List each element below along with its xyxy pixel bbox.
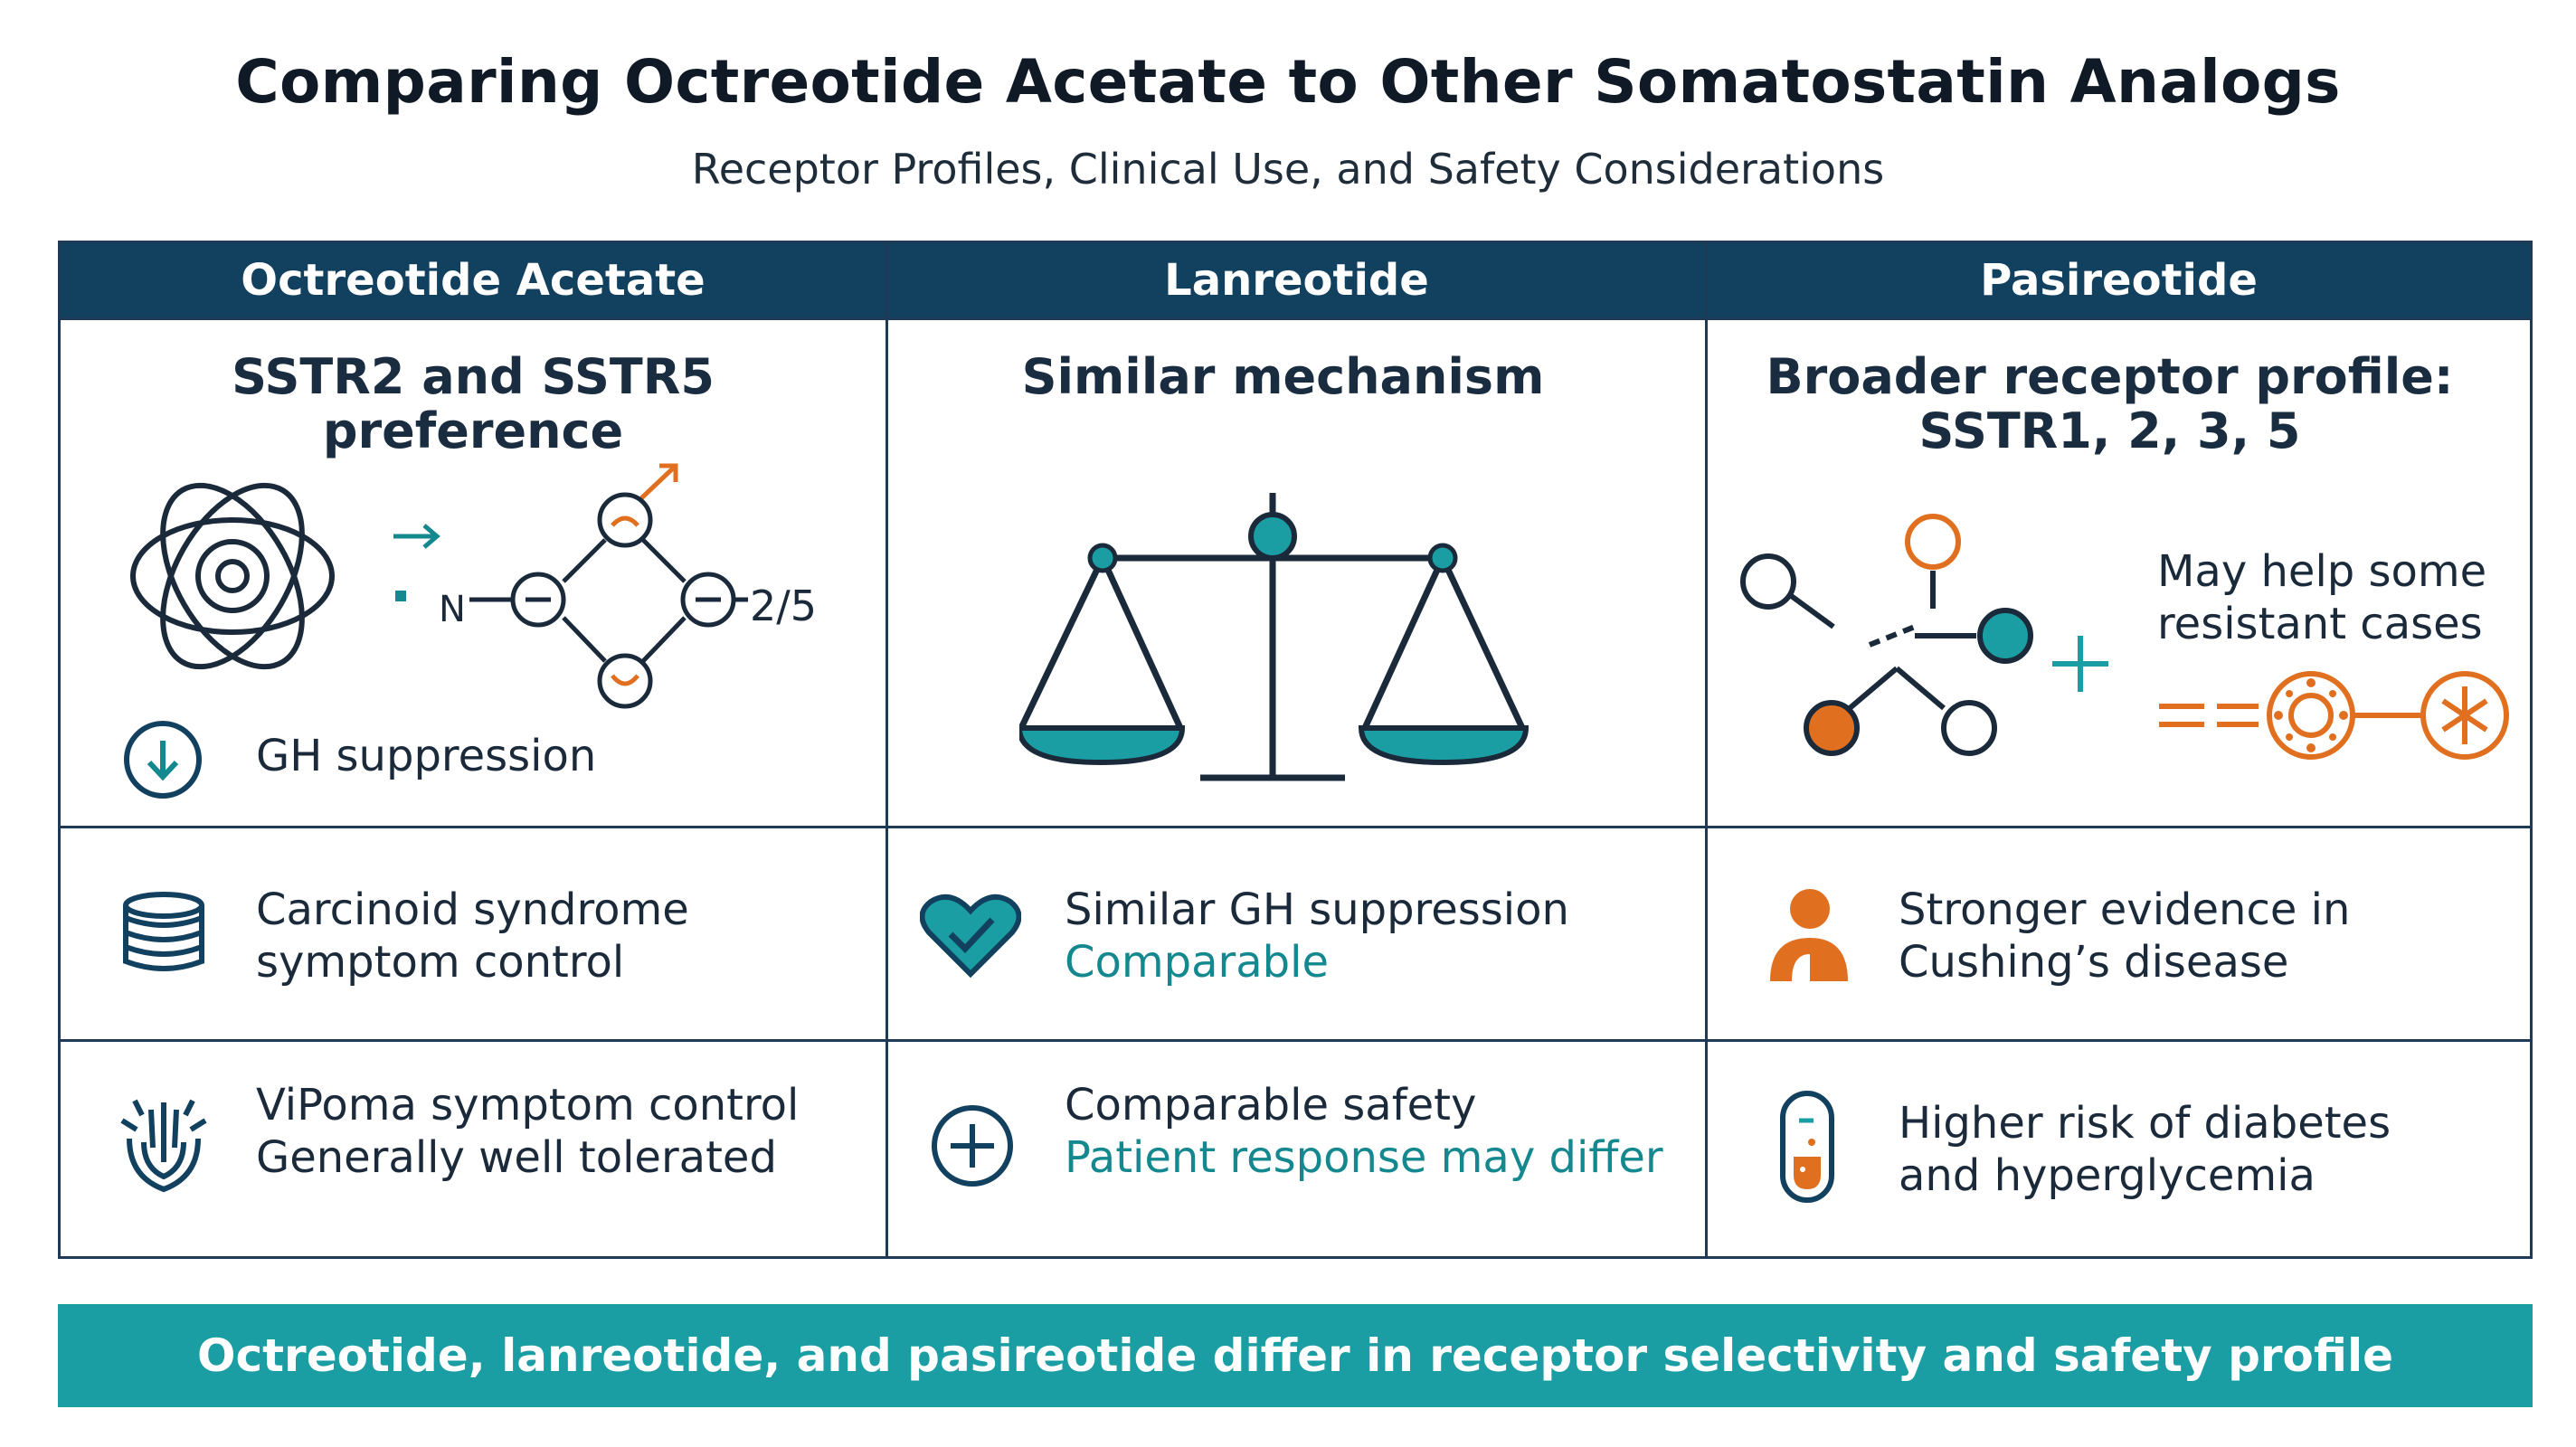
molecule-diagram-icon <box>393 463 748 709</box>
header-lanreotide: Lanreotide <box>888 243 1705 317</box>
person-icon <box>1770 889 1848 981</box>
plus-icon <box>2052 636 2108 692</box>
row-divider <box>61 826 2530 828</box>
use-line: Cushing’s disease <box>1899 937 2289 988</box>
pasireotide-mechanism: Broader receptor profile: SSTR1, 2, 3, 5 <box>1708 350 2512 459</box>
lanreotide-mechanism: Similar mechanism <box>1021 348 1545 405</box>
receptor-network-icon <box>1740 514 2033 756</box>
heart-check-icon <box>920 894 1021 979</box>
mechanism-line: preference <box>322 402 624 459</box>
pasireotide-feature: May help some resistant cases <box>2157 545 2486 650</box>
feature-line: May help some <box>2157 546 2487 597</box>
row-divider <box>61 317 2530 320</box>
octreotide-clinical-use: Carcinoid syndrome symptom control <box>256 884 689 988</box>
column-divider <box>886 243 888 1256</box>
octreotide-mechanism: SSTR2 and SSTR5 preference <box>61 350 886 459</box>
safety-line: Comparable safety <box>1065 1080 1477 1130</box>
use-line: Stronger evidence in <box>1899 884 2351 935</box>
molecule-receptor-label: 2/5 <box>750 582 818 630</box>
balance-scale-icon <box>1019 493 1530 781</box>
coin-stack-icon <box>123 892 204 971</box>
use-line: Carcinoid syndrome <box>256 884 689 935</box>
column-divider <box>1705 243 1708 1256</box>
row-divider <box>61 1039 2530 1042</box>
down-arrow-circle-icon <box>124 721 202 799</box>
header-pasireotide: Pasireotide <box>1708 243 2530 317</box>
safety-line: Generally well tolerated <box>256 1132 777 1183</box>
pasireotide-safety: Higher risk of diabetes and hyperglycemi… <box>1899 1097 2391 1202</box>
octreotide-safety: ViPoma symptom control Generally well to… <box>256 1079 799 1184</box>
mechanism-line: SSTR1, 2, 3, 5 <box>1918 402 2301 459</box>
use-line-highlight: Comparable <box>1065 937 1330 988</box>
test-tube-icon <box>1780 1091 1834 1203</box>
nerve-shield-icon <box>120 1099 207 1193</box>
safety-line-highlight: Patient response may differ <box>1065 1132 1663 1183</box>
pasireotide-clinical-use: Stronger evidence in Cushing’s disease <box>1899 884 2350 988</box>
mechanism-line: Broader receptor profile: <box>1766 348 2454 405</box>
cell-chain-icon <box>2159 671 2509 760</box>
safety-line: Higher risk of diabetes <box>1899 1098 2391 1149</box>
header-octreotide: Octreotide Acetate <box>61 243 886 317</box>
mechanism-line: SSTR2 and SSTR5 <box>232 348 715 405</box>
circle-plus-icon <box>932 1105 1013 1187</box>
comparison-table: Octreotide Acetate Lanreotide Pasireotid… <box>58 241 2533 1259</box>
page-title: Comparing Octreotide Acetate to Other So… <box>235 47 2341 117</box>
feature-line: resistant cases <box>2157 599 2483 649</box>
use-line: symptom control <box>256 937 625 988</box>
molecule-n-label: N <box>439 589 466 630</box>
lanreotide-safety: Comparable safety Patient response may d… <box>1065 1079 1663 1184</box>
octreotide-feature: GH suppression <box>256 731 597 781</box>
summary-banner: Octreotide, lanreotide, and pasireotide … <box>58 1304 2533 1407</box>
use-line: Similar GH suppression <box>1065 884 1569 935</box>
page-subtitle: Receptor Profiles, Clinical Use, and Saf… <box>691 145 1885 194</box>
lanreotide-clinical-use: Similar GH suppression Comparable <box>1065 884 1569 988</box>
safety-line: and hyperglycemia <box>1899 1150 2316 1201</box>
safety-line: ViPoma symptom control <box>256 1080 800 1130</box>
receptor-knot-icon <box>130 482 335 670</box>
